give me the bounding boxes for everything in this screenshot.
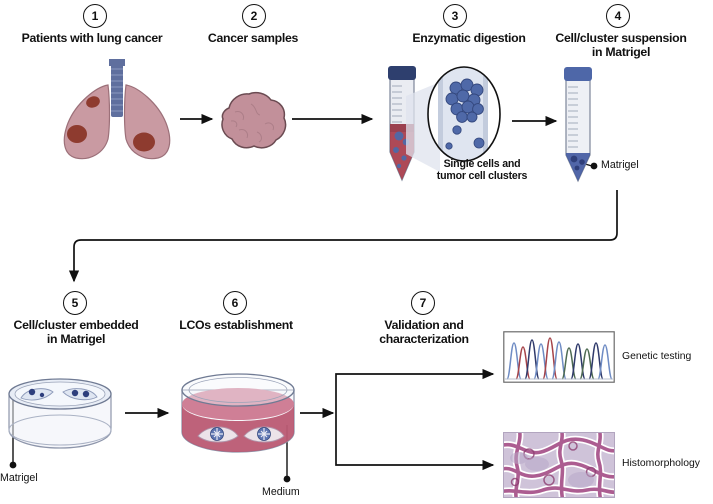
single-cells-caption: Single cells and tumor cell clusters	[436, 158, 528, 183]
tumor-nodule-right	[133, 132, 155, 152]
step-badge-2: 2	[242, 4, 266, 28]
tube-cap-shape	[388, 66, 416, 80]
tumor-nodule-upper-left	[86, 96, 100, 108]
dish-inner-floor	[8, 414, 112, 446]
medium-label: Medium	[262, 486, 300, 498]
organoid-domes	[197, 426, 285, 443]
step-badge-6: 6	[223, 291, 247, 315]
step-badge-1: 1	[83, 4, 107, 28]
magnifier-outline	[427, 66, 501, 162]
step-badge-1-number: 1	[91, 9, 99, 23]
step-badge-6-number: 6	[231, 296, 239, 310]
chromatogram-frame	[503, 331, 615, 383]
arrow-split-to-genetic-testing	[335, 368, 495, 413]
single-cells	[445, 125, 485, 150]
histomorphology-label: Histomorphology	[622, 458, 700, 469]
suspended-cells	[570, 155, 585, 171]
step-heading-2: Cancer samples	[207, 31, 299, 45]
genetic-testing-label: Genetic testing	[622, 351, 692, 362]
embedded-cells	[28, 388, 90, 398]
step-badge-3: 3	[443, 4, 467, 28]
leader-dot-matrigel-dish	[9, 461, 17, 469]
cancer-sample-illustration	[221, 91, 287, 149]
step-badge-2-number: 2	[250, 9, 258, 23]
leader-dot-medium	[283, 475, 291, 483]
arrow-split-to-histomorphology	[335, 413, 495, 471]
medium-surface	[182, 388, 294, 420]
magnified-cells-view	[427, 66, 501, 162]
histomorphology-image	[503, 432, 615, 498]
matrigel-dish-label: Matrigel	[0, 472, 38, 484]
tumor-mass-shape	[221, 91, 287, 149]
step-heading-3: Enzymatic digestion	[412, 31, 526, 45]
tumor-cell-cluster	[445, 78, 484, 123]
step-badge-4: 4	[606, 4, 630, 28]
matrigel-dish-illustration	[8, 378, 112, 449]
trachea-shape	[111, 59, 123, 117]
step-badge-3-number: 3	[451, 9, 459, 23]
step-badge-4-number: 4	[614, 9, 622, 23]
step-heading-6: LCOs establishment	[179, 318, 293, 332]
step-badge-7-number: 7	[419, 296, 427, 310]
step-heading-5: Cell/cluster embedded in Matrigel	[13, 318, 139, 346]
tumor-nodule-lower-left	[67, 125, 87, 143]
matrigel-tube-label: Matrigel	[601, 159, 639, 171]
tube-cap-shape	[564, 67, 592, 81]
step-heading-4: Cell/cluster suspension in Matrigel	[555, 31, 687, 59]
step-heading-7: Validation and characterization	[379, 318, 469, 346]
dish-rim	[181, 373, 295, 407]
step-badge-5-number: 5	[71, 296, 79, 310]
step-heading-1: Patients with lung cancer	[21, 31, 163, 45]
step-badge-5: 5	[63, 291, 87, 315]
arrow-wrap-step4-to-step5	[68, 190, 618, 283]
step-badge-7: 7	[411, 291, 435, 315]
lco-culture-dish-illustration	[181, 373, 295, 453]
lung-left-lobe	[63, 84, 111, 160]
genetic-testing-chromatogram	[503, 331, 615, 383]
matrigel-suspension-tube	[564, 67, 592, 183]
lungs-illustration	[63, 59, 171, 160]
